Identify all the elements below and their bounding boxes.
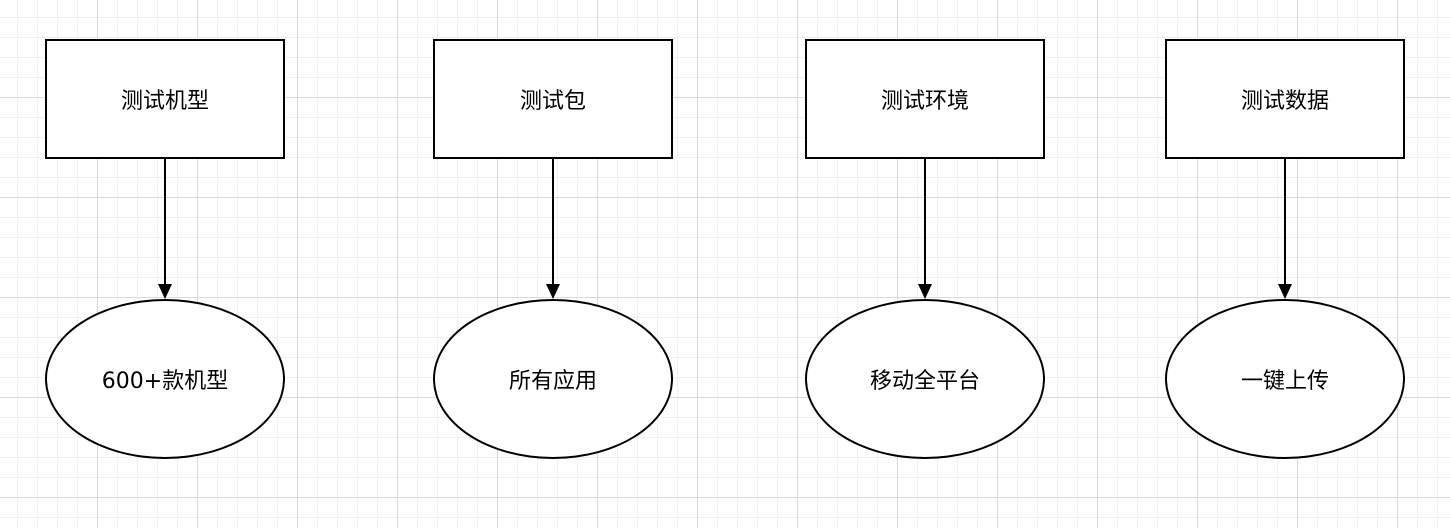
arrowhead-icon: [158, 284, 172, 299]
node-box-test-data[interactable]: 测试数据: [1165, 39, 1405, 159]
node-ellipse-all-apps[interactable]: 所有应用: [433, 299, 673, 459]
edge-3[interactable]: [1278, 159, 1292, 299]
node-label: 所有应用: [508, 369, 597, 394]
node-label: 600+款机型: [101, 369, 229, 394]
node-label: 测试包: [519, 89, 586, 114]
node-label: 测试机型: [120, 89, 209, 114]
node-label: 移动全平台: [869, 369, 980, 394]
arrowhead-icon: [1278, 284, 1292, 299]
arrowhead-icon: [918, 284, 932, 299]
edge-2[interactable]: [918, 159, 932, 299]
node-label: 测试数据: [1240, 89, 1329, 114]
node-label: 一键上传: [1240, 369, 1329, 394]
node-label: 测试环境: [880, 89, 969, 114]
node-box-test-package[interactable]: 测试包: [433, 39, 673, 159]
node-ellipse-all-platforms[interactable]: 移动全平台: [805, 299, 1045, 459]
arrowhead-icon: [546, 284, 560, 299]
node-box-test-environment[interactable]: 测试环境: [805, 39, 1045, 159]
edge-1[interactable]: [546, 159, 560, 299]
node-ellipse-device-count[interactable]: 600+款机型: [45, 299, 285, 459]
node-ellipse-one-click-upload[interactable]: 一键上传: [1165, 299, 1405, 459]
edge-0[interactable]: [158, 159, 172, 299]
node-box-test-device[interactable]: 测试机型: [45, 39, 285, 159]
